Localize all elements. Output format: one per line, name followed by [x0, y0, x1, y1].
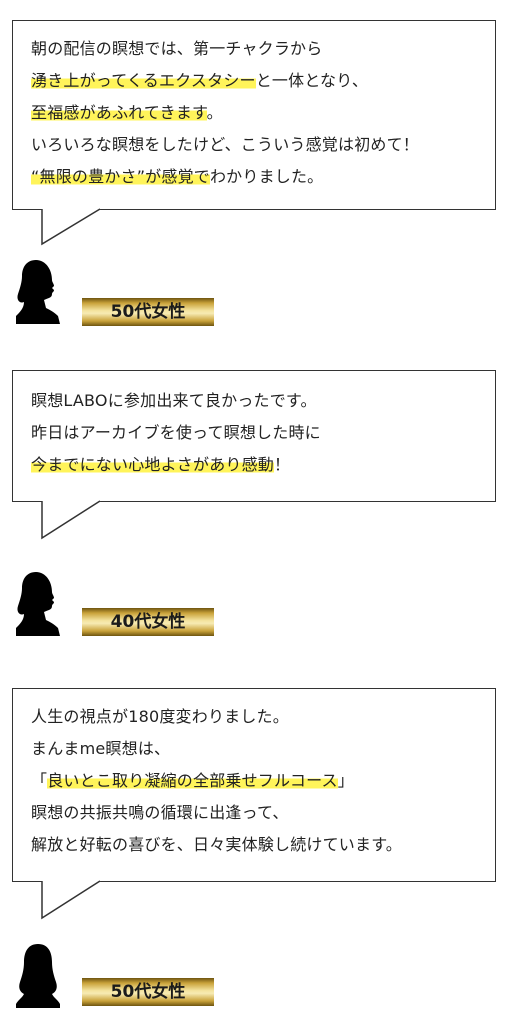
- testimonial-line: 今までにない心地よさがあり感動！: [31, 449, 495, 481]
- speech-bubble: 人生の視点が180度変わりました。 まんまme瞑想は、 「良いとこ取り凝縮の全部…: [12, 688, 496, 882]
- testimonial-line: 解放と好転の喜びを、日々実体験し続けています。: [31, 829, 495, 861]
- highlighted-text: 良いとこ取り凝縮の全部乗せフルコース: [47, 771, 338, 790]
- testimonial-line: まんまme瞑想は、: [31, 733, 495, 765]
- woman-silhouette-icon: [16, 944, 60, 1008]
- text-segment: と一体となり、: [255, 71, 369, 90]
- testimonial-card: 朝の配信の瞑想では、第一チャクラから 湧き上がってくるエクスタシーと一体となり、…: [0, 0, 512, 340]
- testimonial-line: 昨日はアーカイブを使って瞑想した時に: [31, 417, 495, 449]
- highlighted-text: “無限の豊かさ”が感覚で: [31, 167, 210, 186]
- text-segment: いろいろな瞑想をしたけど、こういう感覚は初めて！: [31, 135, 420, 154]
- text-segment: 瞑想の共振共鳴の循環に出逢って、: [31, 803, 289, 822]
- testimonial-line: 至福感があふれてきます。: [31, 97, 495, 129]
- testimonial-line: 湧き上がってくるエクスタシーと一体となり、: [31, 65, 495, 97]
- text-segment: 人生の視点が180度変わりました。: [31, 707, 289, 726]
- age-badge: 50代女性: [82, 298, 214, 326]
- text-segment: まんまme瞑想は、: [31, 739, 171, 758]
- testimonial-line: いろいろな瞑想をしたけど、こういう感覚は初めて！: [31, 129, 495, 161]
- highlighted-text: 今までにない心地よさがあり感動: [31, 455, 275, 474]
- highlighted-text: 至福感があふれてきます: [31, 103, 207, 122]
- text-segment: 」: [337, 771, 354, 790]
- age-badge: 40代女性: [82, 608, 214, 636]
- speech-bubble-tail: [41, 208, 102, 246]
- text-segment: 解放と好転の喜びを、日々実体験し続けています。: [31, 835, 403, 854]
- testimonial-line: “無限の豊かさ”が感覚でわかりました。: [31, 161, 495, 193]
- text-segment: 。: [206, 103, 223, 122]
- age-badge: 50代女性: [82, 978, 214, 1006]
- speech-bubble: 朝の配信の瞑想では、第一チャクラから 湧き上がってくるエクスタシーと一体となり、…: [12, 20, 496, 210]
- woman-silhouette-icon: [16, 572, 60, 636]
- testimonial-line: 「良いとこ取り凝縮の全部乗せフルコース」: [31, 765, 495, 797]
- testimonial-line: 人生の視点が180度変わりました。: [31, 701, 495, 733]
- testimonial-line: 朝の配信の瞑想では、第一チャクラから: [31, 33, 495, 65]
- text-segment: ！: [274, 455, 291, 474]
- highlighted-text: 湧き上がってくるエクスタシー: [31, 71, 256, 90]
- text-segment: 朝の配信の瞑想では、第一チャクラから: [31, 39, 323, 58]
- woman-silhouette-icon: [16, 260, 60, 324]
- testimonial-line: 瞑想の共振共鳴の循環に出逢って、: [31, 797, 495, 829]
- testimonial-line: 瞑想LABOに参加出来て良かったです。: [31, 385, 495, 417]
- speech-bubble: 瞑想LABOに参加出来て良かったです。 昨日はアーカイブを使って瞑想した時に 今…: [12, 370, 496, 502]
- text-segment: わかりました。: [209, 167, 324, 186]
- text-segment: 昨日はアーカイブを使って瞑想した時に: [31, 423, 321, 442]
- text-segment: 「: [31, 771, 48, 790]
- text-segment: 瞑想LABOに参加出来て良かったです。: [31, 391, 317, 410]
